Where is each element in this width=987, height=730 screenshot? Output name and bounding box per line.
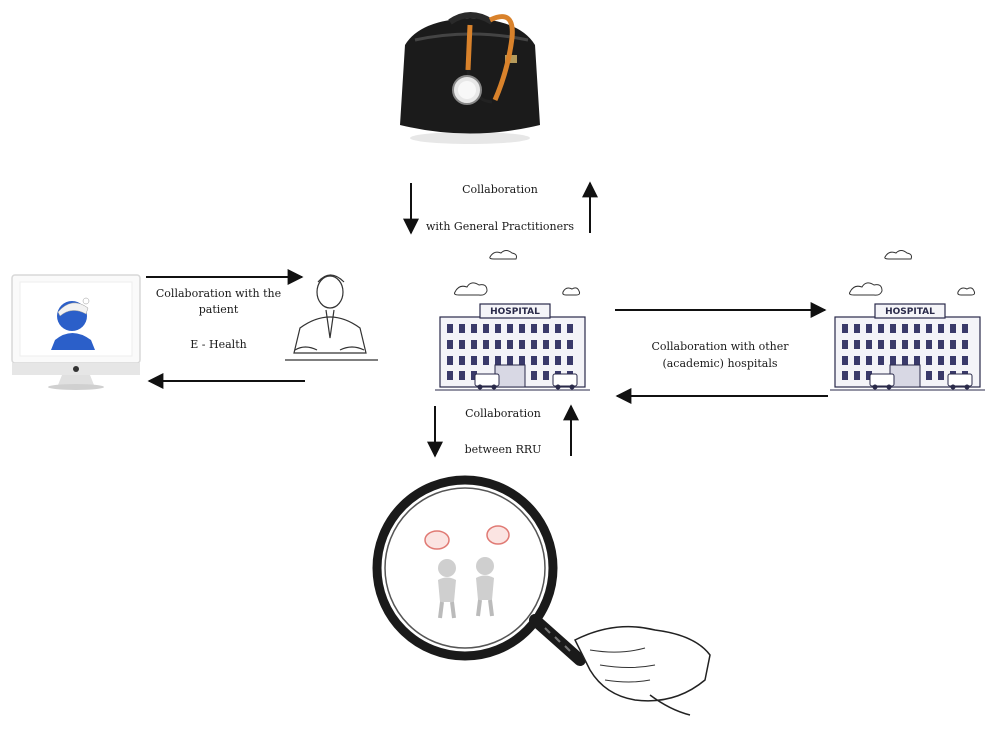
rru-label-line1: Collaboration xyxy=(465,407,541,420)
gp-label-line2: with General Practitioners xyxy=(425,220,575,233)
hospital-sign: HOSPITAL xyxy=(490,307,540,317)
monitor-patient-icon xyxy=(11,274,141,390)
rru-label-line2: between RRU xyxy=(464,443,542,456)
patient-label-line2: patient xyxy=(198,303,239,316)
doctor-icon xyxy=(285,274,378,361)
gp-label-line1: Collaboration xyxy=(462,183,538,196)
arrows xyxy=(146,181,828,458)
hospitals-label-line1: Collaboration with other xyxy=(651,340,789,353)
hospital-sign: HOSPITAL xyxy=(885,307,935,317)
patient-label-line3: E - Health xyxy=(190,338,247,351)
hospitals-label-line2: (academic) hospitals xyxy=(662,357,778,370)
patient-label-line1: Collaboration with the xyxy=(155,287,282,300)
magnifier-icon xyxy=(372,475,711,716)
doctor-bag-icon xyxy=(400,12,540,144)
hospital-icon xyxy=(434,249,591,391)
hospital-icon xyxy=(829,249,986,391)
